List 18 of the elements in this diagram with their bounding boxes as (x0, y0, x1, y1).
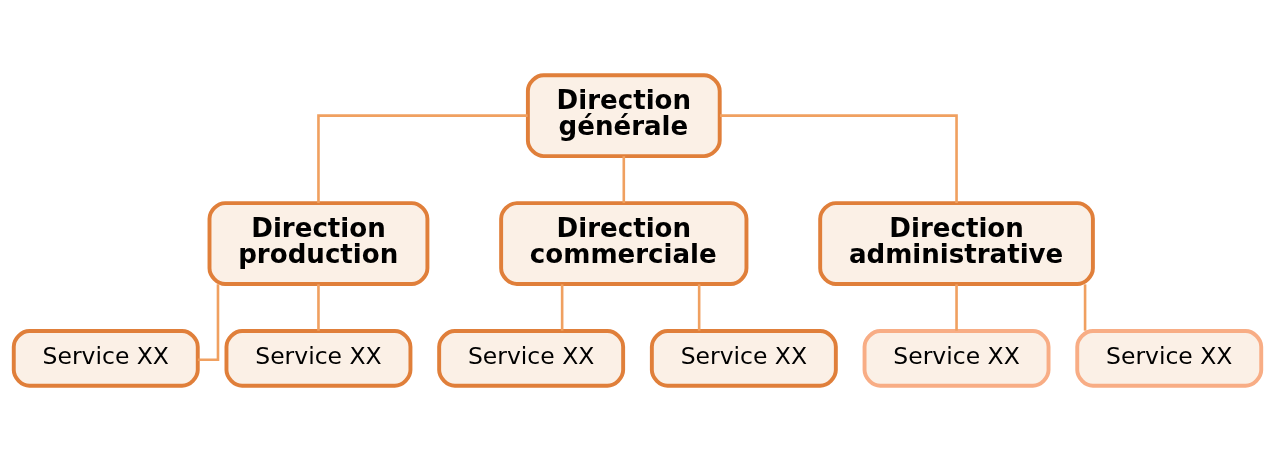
node-box: Service XX (11, 329, 200, 388)
node-box: Service XX (224, 329, 413, 388)
node-box: Service XX (862, 329, 1051, 388)
connector (720, 114, 958, 204)
connector (317, 284, 320, 331)
connector (1083, 284, 1087, 331)
connector (955, 284, 958, 331)
connector (560, 284, 564, 331)
node-box: Service XX (1075, 329, 1264, 388)
node-box: Direction commerciale (499, 201, 749, 286)
node-box: Service XX (437, 329, 626, 388)
node-box: Direction production (207, 201, 430, 286)
connector (622, 156, 626, 203)
node-box: Service XX (649, 329, 838, 388)
connector (697, 284, 701, 331)
connector (317, 114, 528, 204)
node-box: Direction générale (525, 73, 722, 159)
node-box: Direction administrative (818, 201, 1095, 286)
